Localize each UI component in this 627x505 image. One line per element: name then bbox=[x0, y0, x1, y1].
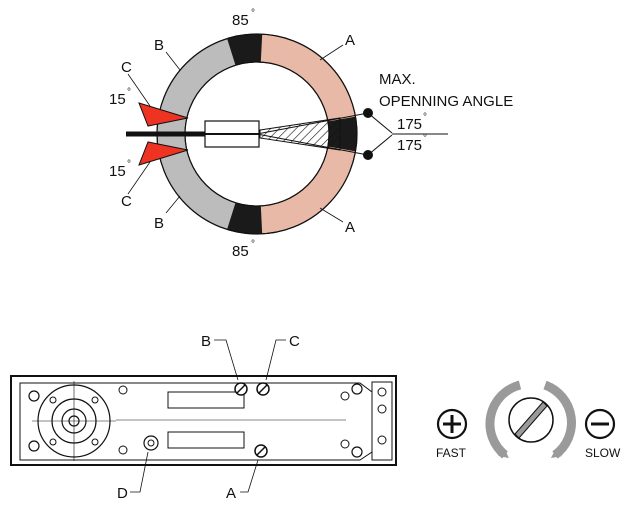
spindle-bolt bbox=[49, 438, 57, 446]
spindle-bolt bbox=[91, 438, 99, 446]
leader-b-upper bbox=[165, 51, 181, 71]
leader-valve-a bbox=[240, 459, 259, 493]
band-bottom bbox=[227, 202, 263, 235]
closer-slot-upper bbox=[167, 391, 245, 409]
angle-top-degree: ° bbox=[251, 8, 255, 19]
angle-left-upper-value: 15 bbox=[109, 91, 126, 108]
valve-label-d: D bbox=[117, 485, 128, 502]
angle-bottom-value: 85 bbox=[232, 243, 249, 260]
mount-hole bbox=[340, 439, 350, 449]
end-plate-hole bbox=[377, 404, 387, 414]
max-angle-upper-value: 175 bbox=[397, 116, 422, 133]
max-angle-title-line2: OPENNING ANGLE bbox=[379, 93, 513, 110]
spindle-bolt bbox=[91, 396, 99, 404]
max-angle-lower-degree: ° bbox=[423, 133, 427, 144]
screw-slot bbox=[514, 401, 548, 439]
leader-valve-b bbox=[214, 339, 239, 381]
max-angle-bracket-upper bbox=[367, 112, 393, 134]
max-angle-upper-degree: ° bbox=[423, 112, 427, 123]
closer-slot-lower bbox=[167, 431, 245, 449]
valve-c[interactable] bbox=[256, 382, 270, 396]
band-top bbox=[227, 33, 263, 66]
mount-hole bbox=[118, 385, 128, 395]
end-plate-screw bbox=[377, 387, 387, 397]
valve-d[interactable] bbox=[143, 435, 159, 451]
rotate-arrow-left-icon bbox=[485, 380, 522, 459]
minus-circle-icon bbox=[584, 408, 616, 440]
label-a-upper: A bbox=[345, 32, 355, 49]
slow-label: SLOW bbox=[585, 446, 621, 460]
angle-ring bbox=[126, 33, 448, 235]
adjustment-screw[interactable] bbox=[485, 380, 576, 459]
leader-c-upper bbox=[127, 73, 151, 107]
corner-screw bbox=[351, 446, 363, 458]
closer-end-plate bbox=[371, 381, 393, 461]
angle-left-lower-value: 15 bbox=[109, 163, 126, 180]
corner-screw bbox=[351, 383, 363, 395]
max-angle-lower-value: 175 bbox=[397, 137, 422, 154]
label-a-lower: A bbox=[345, 219, 355, 236]
angle-left-upper-degree: ° bbox=[127, 87, 131, 98]
valve-a[interactable] bbox=[254, 444, 268, 458]
leader-b-lower bbox=[165, 195, 181, 214]
corner-screw bbox=[28, 390, 40, 402]
spindle-bolt bbox=[49, 396, 57, 404]
leader-a-upper bbox=[319, 44, 344, 61]
fast-label: FAST bbox=[436, 446, 467, 460]
end-plate-screw bbox=[377, 435, 387, 445]
valve-label-b: B bbox=[201, 333, 211, 350]
angle-left-lower-degree: ° bbox=[127, 159, 131, 170]
max-angle-bracket-lower bbox=[367, 134, 393, 156]
hatch-wedge bbox=[259, 117, 341, 151]
zone-c-upper bbox=[138, 102, 189, 127]
label-b-upper: B bbox=[154, 37, 164, 54]
angle-line-lower bbox=[256, 133, 369, 156]
zone-c-lower bbox=[138, 141, 189, 166]
corner-screw bbox=[28, 440, 40, 452]
valve-b[interactable] bbox=[234, 382, 248, 396]
rotate-arrow-right-icon bbox=[543, 380, 576, 459]
angle-top-value: 85 bbox=[232, 12, 249, 29]
leader-a-lower bbox=[319, 207, 344, 223]
leader-c-lower bbox=[127, 161, 151, 195]
angle-bottom-degree: ° bbox=[251, 239, 255, 250]
closer-body bbox=[10, 375, 397, 466]
leader-valve-c bbox=[265, 339, 286, 381]
closer-frame bbox=[10, 375, 397, 466]
mount-hole bbox=[118, 445, 128, 455]
label-c-upper: C bbox=[121, 59, 132, 76]
angle-line-upper bbox=[256, 112, 369, 135]
leader-valve-d bbox=[130, 451, 149, 493]
mount-hole bbox=[340, 391, 350, 401]
label-b-lower: B bbox=[154, 215, 164, 232]
label-c-lower: C bbox=[121, 193, 132, 210]
plus-circle-icon bbox=[436, 408, 468, 440]
valve-label-a: A bbox=[226, 485, 236, 502]
max-angle-title-line1: MAX. bbox=[379, 71, 416, 88]
valve-label-c: C bbox=[289, 333, 300, 350]
